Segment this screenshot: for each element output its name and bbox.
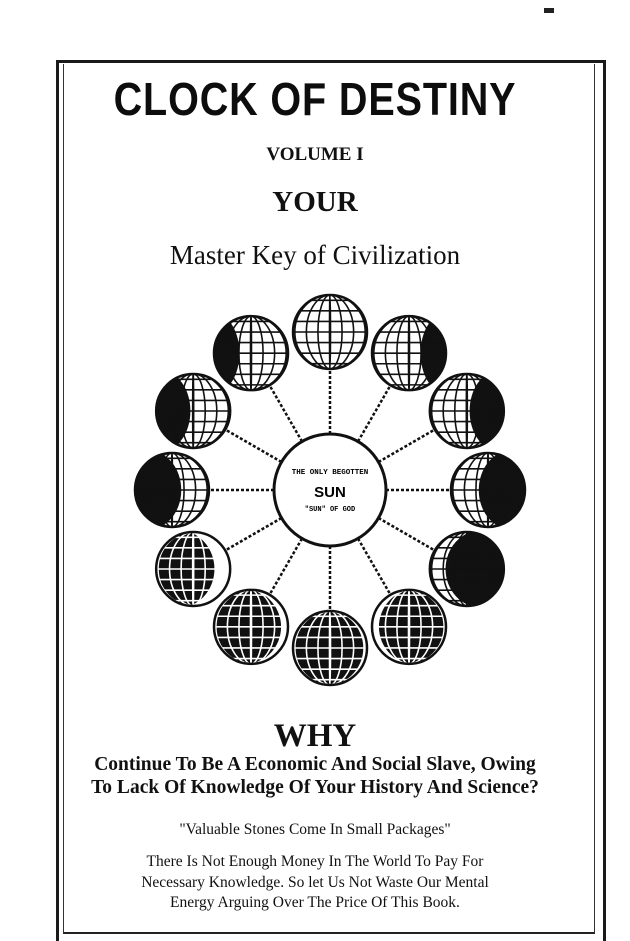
- book-title: CLOCK OF DESTINY: [113, 73, 517, 125]
- body-line-3: Energy Arguing Over The Price Of This Bo…: [170, 894, 460, 911]
- globe-spoke: [377, 428, 436, 464]
- scan-mark: [544, 8, 554, 13]
- clock-illustration: THE ONLY BEGOTTEN SUN "SUN" OF GOD: [133, 293, 527, 687]
- subtitle: Master Key of Civilization: [169, 240, 461, 270]
- globe-spoke: [224, 428, 283, 464]
- sun-label-top: THE ONLY BEGOTTEN: [292, 469, 369, 477]
- globe-icon: [370, 314, 448, 392]
- globe-spoke: [268, 384, 304, 443]
- page-border-inner: [63, 64, 595, 934]
- body-line-1: There Is Not Enough Money In The World T…: [146, 853, 484, 870]
- globe-icon: [291, 293, 369, 371]
- page-border-outer: [56, 60, 606, 941]
- globe-icon: [291, 609, 369, 687]
- globe-icon: [133, 451, 211, 529]
- volume-label: VOLUME I: [266, 144, 364, 165]
- motto: "Valuable Stones Come In Small Packages": [179, 821, 451, 838]
- globe-spoke: [268, 537, 304, 596]
- why-heading: WHY: [273, 718, 357, 754]
- globe-icon: [428, 372, 506, 450]
- sun-circle: [272, 432, 388, 548]
- question-line-1: Continue To Be A Economic And Social Sla…: [94, 754, 536, 775]
- body-line-2: Necessary Knowledge. So let Us Not Waste…: [141, 874, 489, 891]
- globe-icon: [428, 530, 506, 608]
- globe-spoke: [224, 516, 283, 552]
- globe-icon: [212, 314, 290, 392]
- globe-icon: [370, 588, 448, 666]
- globe-icon: [212, 588, 290, 666]
- question-line-2: To Lack Of Knowledge Of Your History And…: [91, 777, 539, 798]
- sun-label-bottom: "SUN" OF GOD: [305, 506, 355, 514]
- your-heading: YOUR: [272, 186, 358, 218]
- globe-icon: [449, 451, 527, 529]
- globe-icon: [154, 372, 232, 450]
- globe-spoke: [356, 537, 392, 596]
- globe-icon: [154, 530, 232, 608]
- sun-label-main: SUN: [314, 484, 346, 501]
- globe-spoke: [377, 516, 436, 552]
- globe-spoke: [356, 384, 392, 443]
